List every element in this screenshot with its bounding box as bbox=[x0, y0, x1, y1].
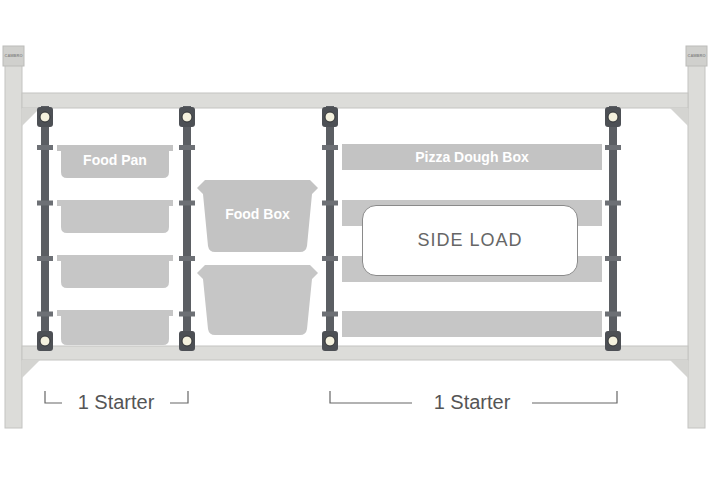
rail-notch bbox=[179, 256, 195, 261]
rail-notch bbox=[37, 145, 53, 150]
pizza-dough-box bbox=[342, 311, 602, 337]
right-post bbox=[688, 48, 705, 428]
left-post-cap bbox=[3, 46, 24, 66]
bolt bbox=[325, 112, 335, 122]
rail-notch bbox=[179, 201, 195, 206]
rail-clip bbox=[605, 331, 621, 351]
bracket bbox=[45, 391, 62, 403]
rail-clip bbox=[322, 331, 338, 351]
shape-label: Food Pan bbox=[83, 152, 147, 168]
brand-mark: CAMBRO bbox=[688, 54, 706, 59]
bracket bbox=[170, 391, 188, 403]
food-pan-shape bbox=[57, 145, 173, 178]
shape-label: Food Box bbox=[225, 206, 290, 222]
side-load-label: SIDE LOAD bbox=[362, 205, 578, 276]
rail-notch bbox=[179, 312, 195, 317]
food-box-shape bbox=[197, 180, 318, 252]
bolt bbox=[40, 336, 50, 346]
bracket bbox=[330, 391, 412, 403]
rail-notch bbox=[322, 201, 338, 206]
starter-label: 1 Starter bbox=[430, 391, 515, 414]
pizza-dough-boxes bbox=[342, 200, 602, 337]
rail-clip bbox=[37, 331, 53, 351]
rail-notch bbox=[605, 256, 621, 261]
bolt bbox=[40, 112, 50, 122]
rail-clip bbox=[605, 107, 621, 127]
rail-clip bbox=[179, 107, 195, 127]
top-rail bbox=[22, 93, 688, 108]
vertical-rails bbox=[37, 106, 621, 351]
bracket bbox=[532, 391, 617, 403]
pizza-dough-box: Pizza Dough Box bbox=[342, 144, 602, 170]
rail-clip bbox=[179, 331, 195, 351]
brace bbox=[670, 360, 688, 378]
rail-notch bbox=[322, 312, 338, 317]
bottom-rail bbox=[22, 346, 688, 360]
rail-clip bbox=[37, 107, 53, 127]
food-pans bbox=[57, 200, 173, 345]
rail-notch bbox=[605, 145, 621, 150]
food-pan bbox=[57, 200, 173, 233]
food-pan: Food Pan bbox=[57, 145, 173, 178]
bolt bbox=[182, 336, 192, 346]
rail-notch bbox=[37, 256, 53, 261]
rail-notch bbox=[605, 201, 621, 206]
rail-notch bbox=[605, 312, 621, 317]
brace bbox=[670, 108, 688, 126]
bolt bbox=[325, 336, 335, 346]
food-pan bbox=[57, 310, 173, 345]
rail-notch bbox=[179, 145, 195, 150]
right-post-cap bbox=[686, 46, 707, 66]
rail-clip bbox=[322, 107, 338, 127]
rail-notch bbox=[322, 256, 338, 261]
brand-mark: CAMBRO bbox=[5, 54, 23, 59]
food-box: Food Box bbox=[197, 180, 318, 252]
starter-label: 1 Starter bbox=[74, 391, 159, 414]
bolt bbox=[608, 336, 618, 346]
bolt bbox=[608, 112, 618, 122]
rail-notch bbox=[322, 145, 338, 150]
rail-notch bbox=[37, 312, 53, 317]
left-post bbox=[5, 48, 22, 428]
food-pan bbox=[57, 255, 173, 288]
food-box bbox=[197, 265, 318, 335]
bolt bbox=[182, 112, 192, 122]
rail-notch bbox=[37, 201, 53, 206]
shape-label: Pizza Dough Box bbox=[415, 149, 529, 165]
brace bbox=[22, 360, 40, 378]
shape-label: SIDE LOAD bbox=[417, 230, 522, 251]
